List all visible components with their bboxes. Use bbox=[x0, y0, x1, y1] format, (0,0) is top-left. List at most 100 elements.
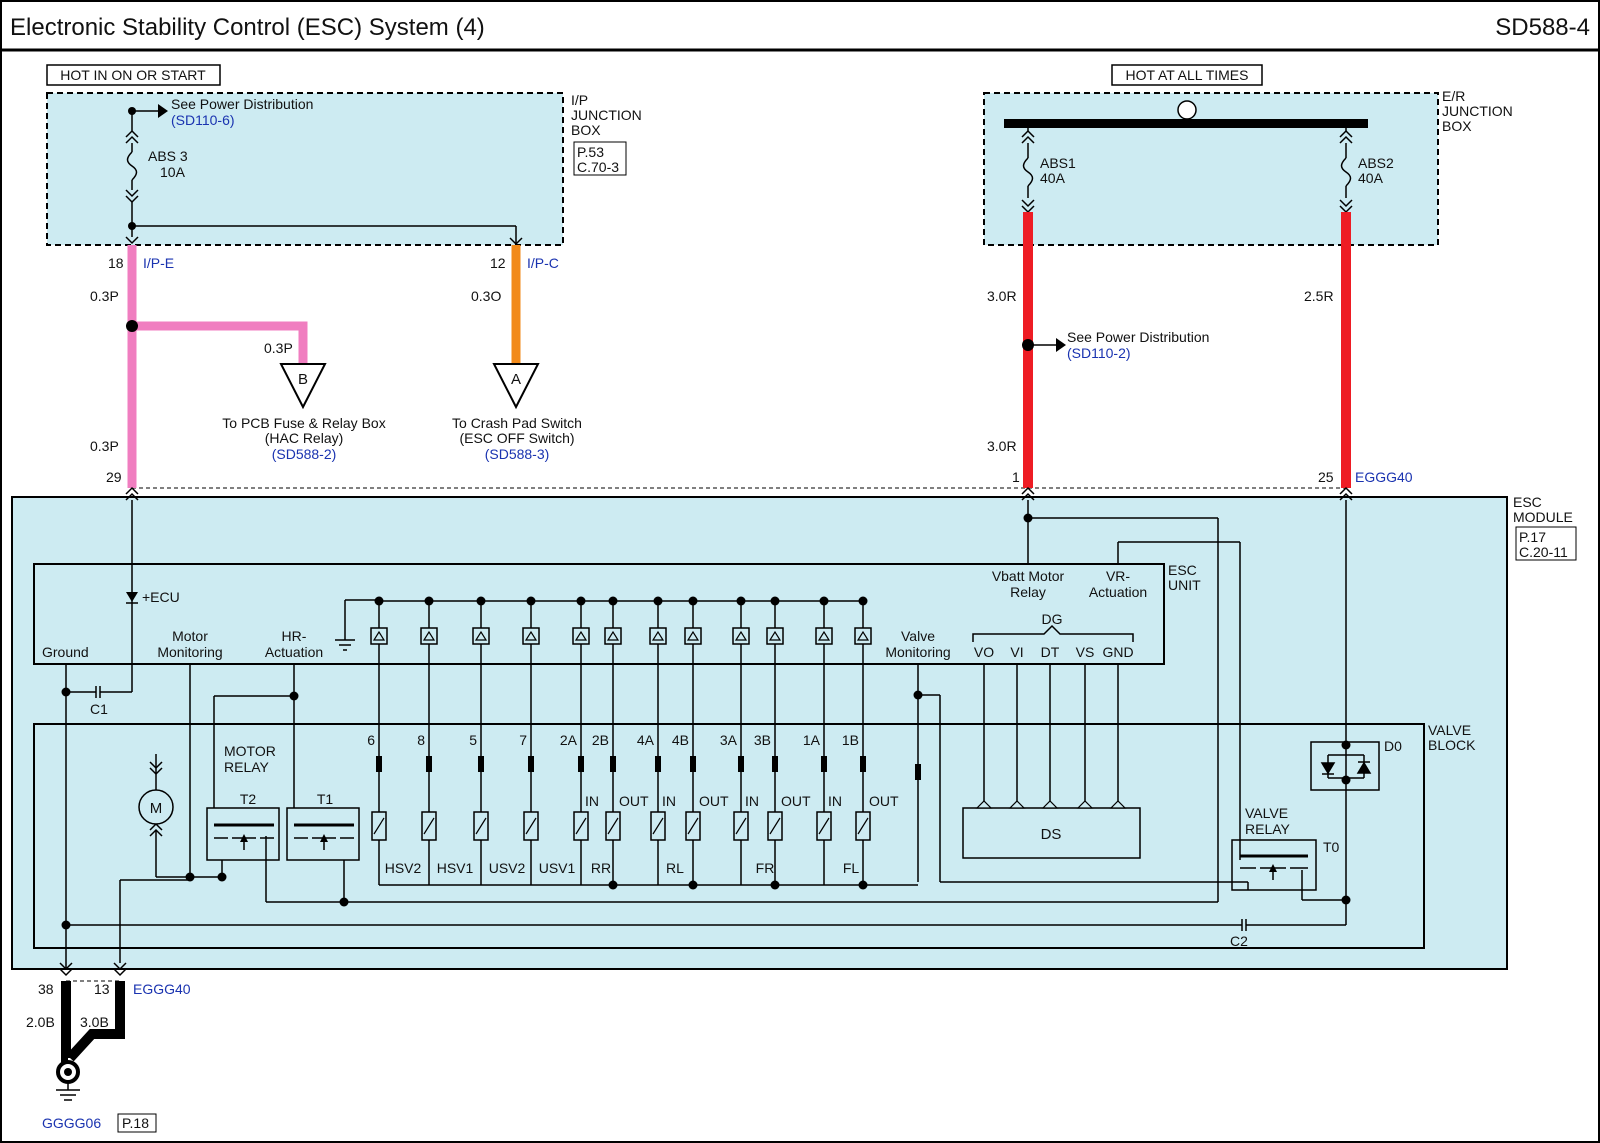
valve-mon-link bbox=[915, 764, 921, 780]
dg-label: DG bbox=[1042, 611, 1063, 627]
connector-a-ref: (SD588-3) bbox=[485, 446, 550, 462]
see-power-arrowhead-left bbox=[158, 104, 168, 118]
esc-module-label-1: ESC bbox=[1513, 494, 1542, 510]
hot-on-box bbox=[46, 64, 221, 86]
relay-t1-box bbox=[286, 807, 360, 861]
esc-module-conn: C.20-11 bbox=[1519, 544, 1568, 560]
valve-number: 7 bbox=[519, 732, 527, 748]
valve-relay-label-2: RELAY bbox=[1245, 821, 1291, 837]
ground-symbol-icon bbox=[56, 1082, 80, 1101]
node-d0-bottom bbox=[1341, 775, 1351, 785]
vbatt-label-2: Relay bbox=[1010, 584, 1046, 600]
pin-1: 1 bbox=[1012, 469, 1020, 485]
ip-feed bbox=[125, 111, 523, 246]
valve-number: 1B bbox=[842, 732, 859, 748]
valve-group-rl: RL bbox=[666, 860, 684, 876]
valve-in-label: IN bbox=[585, 793, 599, 809]
esc-unit-label-2: UNIT bbox=[1168, 577, 1201, 593]
vr-label-2: Actuation bbox=[1089, 584, 1147, 600]
valve-number: 5 bbox=[469, 732, 477, 748]
vr-label-1: VR- bbox=[1106, 568, 1130, 584]
er-box-label-3: BOX bbox=[1442, 118, 1472, 134]
ecu-label: +ECU bbox=[142, 589, 180, 605]
fuse-abs3-rating: 10A bbox=[160, 164, 186, 180]
node-t0 bbox=[1341, 895, 1351, 905]
see-power-right-ref: (SD110-2) bbox=[1067, 345, 1131, 361]
page-code: SD588-4 bbox=[1495, 14, 1590, 41]
valve-relay-label-1: VALVE bbox=[1245, 805, 1288, 821]
dg-pin-vi: VI bbox=[1010, 644, 1023, 660]
pin-25: 25 bbox=[1318, 469, 1334, 485]
wire-size-red-2: 2.5R bbox=[1304, 288, 1334, 304]
vbatt-label-1: Vbatt Motor bbox=[992, 568, 1065, 584]
ground-page-box bbox=[117, 1113, 157, 1133]
er-box-label-2: JUNCTION bbox=[1442, 103, 1513, 119]
motor-mon-label-2: Monitoring bbox=[157, 644, 222, 660]
hr-label-2: Actuation bbox=[265, 644, 323, 660]
valve-7: 7 bbox=[519, 596, 540, 885]
page-title: Electronic Stability Control (ESC) Syste… bbox=[10, 14, 485, 41]
motor-mon-label-1: Motor bbox=[172, 628, 208, 644]
wire-size-left-1: 0.3P bbox=[90, 288, 119, 304]
node-vbatt bbox=[1023, 513, 1033, 523]
pin-12: 12 bbox=[490, 255, 506, 271]
hr-label-1: HR- bbox=[282, 628, 307, 644]
connector-b-ref: (SD588-2) bbox=[272, 446, 337, 462]
valve-group-hsv2: HSV2 bbox=[385, 860, 422, 876]
valve-3B: 3B bbox=[754, 596, 784, 885]
connector-b-desc-1: To PCB Fuse & Relay Box bbox=[222, 415, 385, 431]
er-box-label-1: E/R bbox=[1442, 88, 1465, 104]
relay-t2-arrow-icon bbox=[240, 834, 248, 842]
module-chevrons-top bbox=[125, 486, 1353, 501]
valve-relay-arrow-icon bbox=[1269, 864, 1277, 872]
dg-pin-vs: VS bbox=[1076, 644, 1095, 660]
valve-4A: 4A bbox=[637, 596, 667, 885]
valve-group-usv2: USV2 bbox=[489, 860, 526, 876]
er-fuse-lines bbox=[1021, 128, 1353, 214]
valve-mon-label-1: Valve bbox=[901, 628, 935, 644]
valve-out-label: OUT bbox=[781, 793, 811, 809]
pink-wire-node bbox=[126, 320, 138, 332]
fuse-abs2-name: ABS2 bbox=[1358, 155, 1394, 171]
valve-1A: 1A bbox=[803, 596, 833, 885]
valve-number: 6 bbox=[367, 732, 375, 748]
ground-terminal-dot bbox=[64, 1068, 72, 1076]
conn-ipe: I/P-E bbox=[143, 255, 174, 271]
wire-size-left-2: 0.3P bbox=[90, 438, 119, 454]
valve-group-fl: FL bbox=[843, 860, 860, 876]
valve-group-rr: RR bbox=[591, 860, 611, 876]
hot-all-label: HOT AT ALL TIMES bbox=[1126, 67, 1249, 83]
valve-group-hsv1: HSV1 bbox=[437, 860, 474, 876]
ecu-diode-icon bbox=[126, 592, 138, 602]
er-bus-bar bbox=[1004, 119, 1368, 128]
motor-icon bbox=[138, 789, 174, 825]
ip-box-page: P.53 bbox=[577, 144, 604, 160]
wire-size-black-2: 3.0B bbox=[80, 1014, 109, 1030]
pin-13: 13 bbox=[94, 981, 110, 997]
pin-18: 18 bbox=[108, 255, 124, 271]
valve-number: 4B bbox=[672, 732, 689, 748]
see-power-left-ref: (SD110-6) bbox=[171, 112, 235, 128]
valve-1B: 1B bbox=[842, 596, 872, 885]
pink-wire-branch bbox=[132, 321, 308, 364]
connector-a-desc-1: To Crash Pad Switch bbox=[452, 415, 582, 431]
ds-box bbox=[962, 807, 1141, 859]
black-ground-wire-2 bbox=[66, 981, 125, 1062]
hot-all-box bbox=[1111, 64, 1263, 86]
d0-diodes-icon bbox=[1320, 754, 1372, 779]
dg-pin-gnd: GND bbox=[1102, 644, 1133, 660]
connector-a-desc-2: (ESC OFF Switch) bbox=[459, 430, 574, 446]
valve-out-label: OUT bbox=[869, 793, 899, 809]
ground-page: P.18 bbox=[122, 1115, 149, 1131]
connector-b-triangle bbox=[279, 363, 327, 410]
d0-label: D0 bbox=[1384, 738, 1402, 754]
valve-relay-t0-label: T0 bbox=[1323, 839, 1340, 855]
ip-junction-box bbox=[46, 92, 564, 246]
dg-bracket bbox=[972, 624, 1134, 642]
node-t1 bbox=[339, 897, 349, 907]
